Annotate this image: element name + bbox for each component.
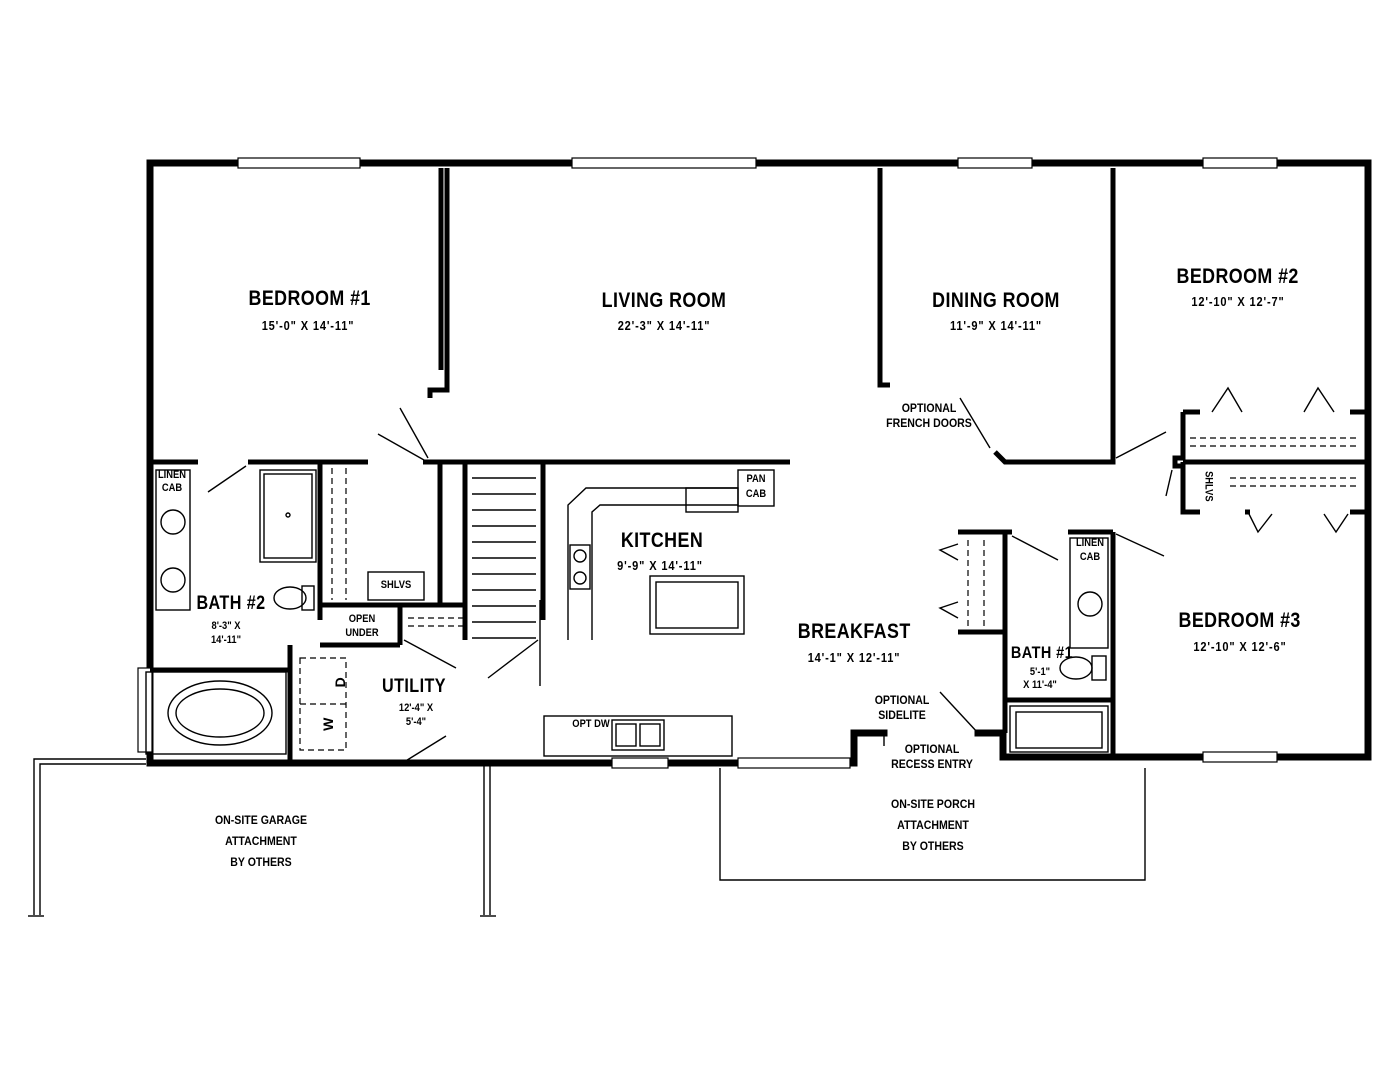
bedroom2-dimensions: 12'-10" X 12'-7" — [1191, 294, 1285, 309]
window-bedroom3 — [1202, 751, 1278, 763]
washer-label: W — [319, 717, 336, 731]
utility-dimensions-line1: 12'-4" X — [398, 702, 434, 714]
shelves-left-label: SHLVS — [380, 579, 412, 591]
linen-cab-left-label-2: CAB — [161, 482, 183, 494]
recess-entry-note-1: OPTIONAL — [904, 742, 960, 756]
kitchen-label: KITCHEN — [620, 529, 704, 552]
window-kitchen — [611, 757, 669, 769]
bedroom3-dimensions: 12'-10" X 12'-6" — [1193, 639, 1287, 654]
breakfast-label: BREAKFAST — [797, 620, 911, 643]
french-doors-note-1: OPTIONAL — [901, 401, 957, 415]
bath1-dimensions-line1: 5'-1" — [1029, 666, 1051, 678]
porch-note-3: BY OTHERS — [902, 839, 964, 853]
garage-note-1: ON-SITE GARAGE — [214, 813, 308, 827]
attachments — [28, 758, 1146, 917]
living-room-label: LIVING ROOM — [601, 289, 727, 312]
windows — [137, 157, 1278, 769]
utility-label: UTILITY — [382, 676, 446, 697]
porch-note-2: ATTACHMENT — [897, 818, 969, 832]
garage-note-3: BY OTHERS — [230, 855, 292, 869]
kitchen-dimensions: 9'-9" X 14'-11" — [617, 558, 703, 573]
door-swings — [207, 386, 1349, 763]
living-room-dimensions: 22'-3" X 14'-11" — [617, 318, 711, 333]
open-under-label-2: UNDER — [345, 627, 379, 639]
dining-room-label: DINING ROOM — [932, 289, 1060, 312]
porch-note-1: ON-SITE PORCH — [891, 797, 975, 811]
window-breakfast — [737, 757, 851, 769]
utility-fixtures — [299, 571, 465, 751]
bath2-dimensions-line2: 14'-11" — [210, 634, 242, 646]
window-bedroom1 — [237, 157, 361, 169]
shelves-right-label: SHLVS — [1202, 471, 1215, 502]
linen-cab-right-label-1: LINEN — [1075, 537, 1105, 549]
bedroom1-label: BEDROOM #1 — [248, 287, 371, 310]
bath2-fixtures — [145, 468, 347, 755]
dining-room-dimensions: 11'-9" X 14'-11" — [949, 318, 1043, 333]
bedroom3-label: BEDROOM #3 — [1178, 609, 1301, 632]
utility-dimensions-line2: 5'-4" — [405, 716, 427, 728]
bath1-fixtures — [967, 437, 1360, 753]
bath1-label: BATH #1 — [1010, 643, 1074, 662]
sidelite-note-1: OPTIONAL — [874, 693, 930, 707]
pan-cab-label-1: PAN — [746, 473, 766, 485]
linen-cab-right-label-2: CAB — [1079, 551, 1101, 563]
window-bath2 — [137, 667, 153, 753]
bedroom2-label: BEDROOM #2 — [1176, 265, 1299, 288]
breakfast-dimensions: 14'-1" X 12'-11" — [807, 650, 901, 665]
bath1-dimensions-line2: X 11'-4" — [1023, 679, 1057, 691]
french-doors-note-2: FRENCH DOORS — [886, 416, 972, 430]
dryer-label: D — [331, 676, 348, 688]
bedroom1-dimensions: 15'-0" X 14'-11" — [261, 318, 355, 333]
interior-walls — [150, 168, 1368, 763]
bath2-dimensions-line1: 8'-3" X — [211, 620, 241, 632]
garage-note-2: ATTACHMENT — [225, 834, 297, 848]
window-dining — [957, 157, 1033, 169]
window-living — [571, 157, 757, 169]
linen-cab-left-label-1: LINEN — [157, 469, 187, 481]
sidelite-note-2: SIDELITE — [878, 708, 926, 722]
open-under-label-1: OPEN — [348, 613, 376, 625]
pan-cab-label-2: CAB — [745, 488, 767, 500]
recess-entry-note-2: RECESS ENTRY — [891, 757, 973, 771]
kitchen-fixtures — [543, 469, 775, 757]
stairs — [472, 477, 541, 686]
window-bedroom2 — [1202, 157, 1278, 169]
opt-dw-label: OPT DW — [572, 718, 610, 730]
bath2-label: BATH #2 — [196, 593, 266, 614]
